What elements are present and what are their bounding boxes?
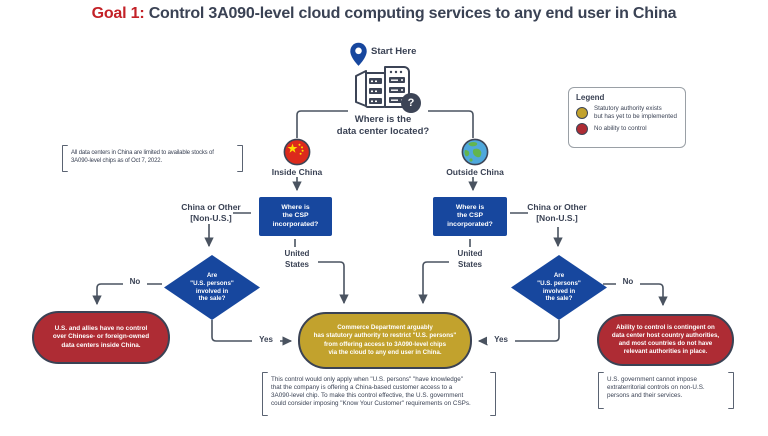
- title-text: Control 3A090-level cloud computing serv…: [144, 5, 677, 22]
- outcome-no-control-inside: U.S. and allies have no control over Chi…: [32, 311, 170, 364]
- label-united-states-right: United States: [457, 249, 483, 269]
- outcome-commerce-authority: Commerce Department arguably has statuto…: [298, 312, 472, 369]
- gold-dot-icon: [576, 106, 588, 119]
- branch-label-inside-china: Inside China: [271, 167, 323, 177]
- edge-label-yes-right: Yes: [487, 335, 515, 344]
- label-china-or-other-right: China or Other [Non-U.S.]: [527, 202, 587, 223]
- china-flag-icon: [283, 138, 311, 166]
- page-title: Goal 1: Control 3A090-level cloud comput…: [0, 5, 768, 23]
- outcome-host-country: Ability to control is contingent on data…: [597, 314, 734, 366]
- csp-box-inside: Where is the CSP incorporated?: [259, 197, 332, 236]
- legend: Legend Statutory authority exists but ha…: [568, 87, 686, 148]
- start-here-label: Start Here: [371, 46, 417, 57]
- question-badge-icon: ?: [401, 93, 421, 113]
- csp-box-outside: Where is the CSP incorporated?: [433, 197, 507, 236]
- legend-item-no-ability: No ability to control: [576, 122, 678, 135]
- callout-knowledge-kyc: This control would only apply when "U.S.…: [262, 372, 496, 416]
- red-dot-icon: [576, 122, 588, 135]
- edge-label-yes-left: Yes: [252, 335, 280, 344]
- label-united-states-left: United States: [284, 249, 310, 269]
- edge-label-no-right: No: [616, 277, 640, 286]
- edge-label-no-left: No: [123, 277, 147, 286]
- label-china-or-other-left: China or Other [Non-U.S.]: [181, 202, 241, 223]
- callout-china-chip-stocks: All data centers in China are limited to…: [62, 145, 243, 172]
- branch-label-outside-china: Outside China: [446, 167, 504, 177]
- legend-item-statutory: Statutory authority exists but has yet t…: [576, 105, 678, 121]
- globe-icon: [461, 138, 489, 166]
- map-pin-icon: [350, 42, 367, 66]
- legend-title: Legend: [576, 93, 605, 102]
- title-goal-prefix: Goal 1:: [91, 5, 145, 22]
- legend-item-label: No ability to control: [594, 124, 647, 132]
- legend-item-label: Statutory authority exists but has yet t…: [594, 105, 677, 120]
- callout-extraterritorial: U.S. government cannot impose extraterri…: [598, 372, 734, 409]
- datacenter-question: Where is the data center located?: [336, 114, 430, 137]
- question-badge-glyph: ?: [407, 97, 415, 109]
